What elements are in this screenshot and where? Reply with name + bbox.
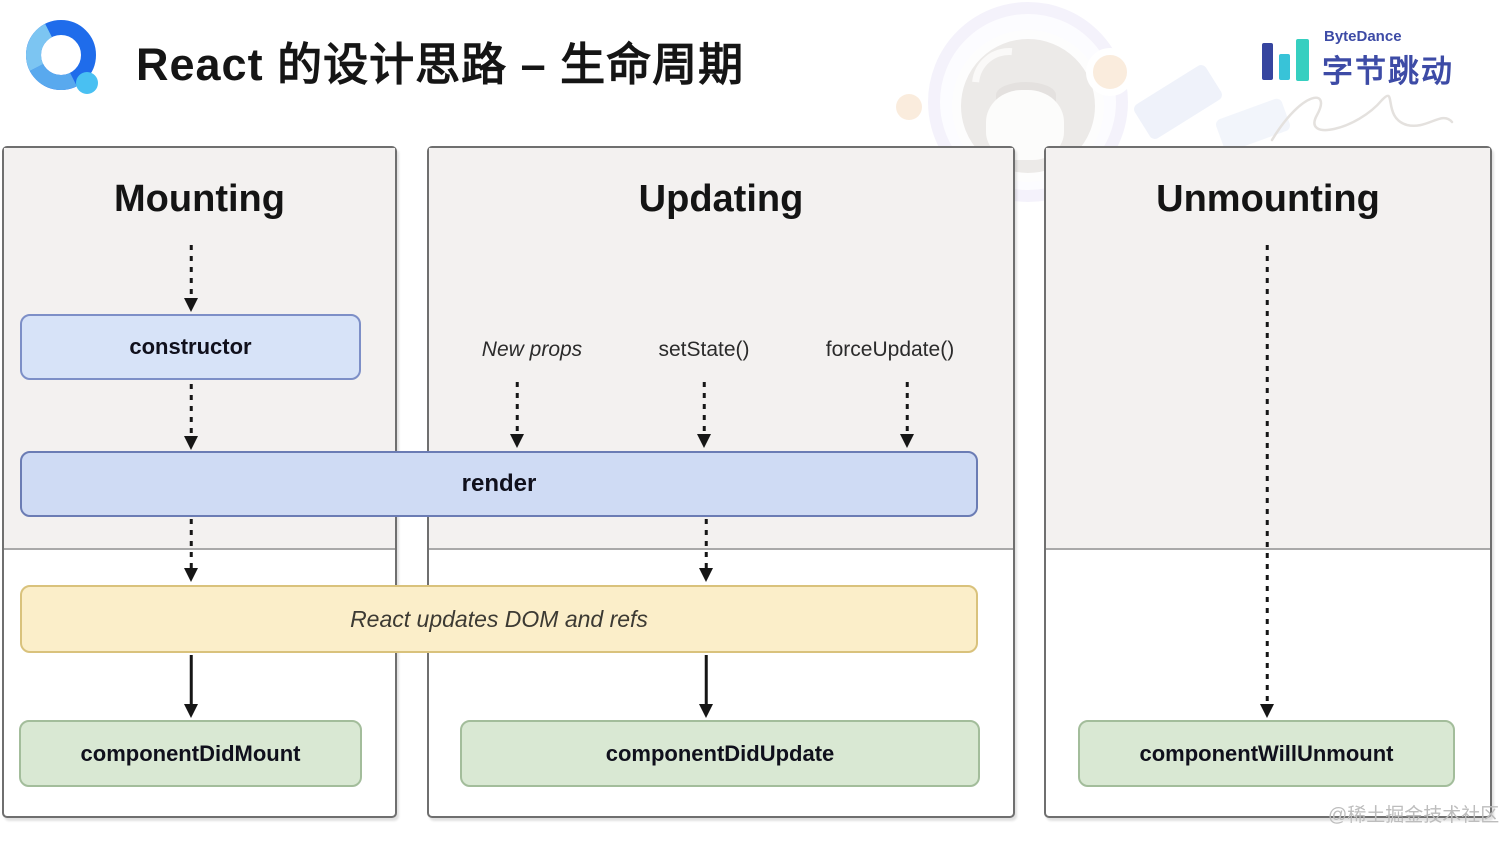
bytedance-logo: ByteDance 字节跳动 <box>1262 28 1492 90</box>
bytedance-bar-icon <box>1296 39 1309 81</box>
arrow-render-to-domupdate-mounting <box>183 519 199 582</box>
panel-title-unmounting: Unmounting <box>1156 178 1380 220</box>
arrow-mounting-to-constructor <box>183 245 199 312</box>
node-component-will-unmount: componentWillUnmount <box>1078 720 1455 787</box>
decor-squiggle <box>1270 94 1454 142</box>
arrow-forceupdate-to-render <box>899 382 915 448</box>
arrow-render-to-domupdate-updating <box>698 519 714 582</box>
node-component-did-update: componentDidUpdate <box>460 720 980 787</box>
panel-title-updating: Updating <box>638 178 804 220</box>
trigger-new-props: New props <box>481 338 583 361</box>
decor-dot-shape <box>896 94 922 120</box>
bytedance-name-cn: 字节跳动 <box>1322 54 1454 89</box>
node-render: render <box>20 451 978 517</box>
page-title: React 的设计思路 – 生命周期 <box>136 39 745 90</box>
bytedance-bar-icon <box>1279 54 1290 80</box>
trigger-set-state: setState() <box>658 338 750 361</box>
logo-dot-icon <box>76 72 98 94</box>
app-logo-icon <box>24 18 98 94</box>
arrow-newprops-to-render <box>509 382 525 448</box>
arrow-constructor-to-render <box>183 384 199 450</box>
helmet-earpiece-shape <box>1086 48 1134 96</box>
trigger-force-update: forceUpdate() <box>825 338 955 361</box>
arrow-unmounting-to-willunmount <box>1259 245 1275 718</box>
node-component-did-mount: componentDidMount <box>19 720 362 787</box>
watermark: @稀土掘金技术社区 <box>1328 805 1500 826</box>
node-constructor: constructor <box>20 314 361 380</box>
arrow-domupdate-to-didupdate <box>698 655 714 718</box>
panel-title-mounting: Mounting <box>114 178 285 220</box>
arrow-domupdate-to-didmount <box>183 655 199 718</box>
arrow-setstate-to-render <box>696 382 712 448</box>
astronaut-illustration <box>896 0 1320 202</box>
node-react-updates-dom: React updates DOM and refs <box>20 585 978 653</box>
bytedance-bar-icon <box>1262 43 1273 80</box>
decor-chip-shape <box>1131 62 1225 142</box>
bytedance-name-en: ByteDance <box>1324 28 1402 45</box>
